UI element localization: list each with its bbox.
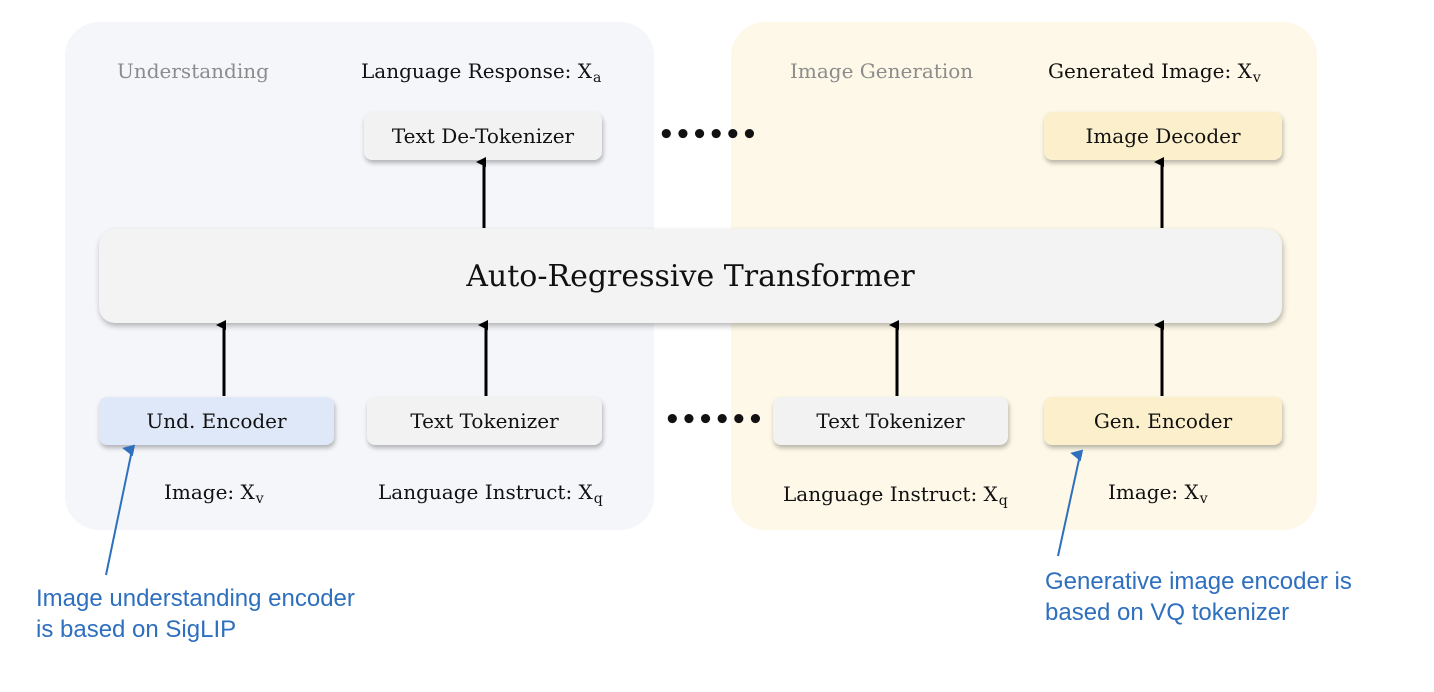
understanding-title: Understanding xyxy=(117,59,269,83)
transformer-block: Auto-Regressive Transformer xyxy=(99,229,1282,323)
text-detokenizer-block: Text De-Tokenizer xyxy=(364,112,602,160)
und-encoder-block: Und. Encoder xyxy=(99,397,334,445)
gen-image-input-label: Image: Xv xyxy=(1108,480,1208,507)
generation-title: Image Generation xyxy=(790,59,974,83)
gen-instruct-label: Language Instruct: Xq xyxy=(783,482,1008,509)
und-image-input-label: Image: Xv xyxy=(164,480,264,507)
annotation-right: Generative image encoder is based on VQ … xyxy=(1045,568,1352,626)
text-tokenizer-und-block: Text Tokenizer xyxy=(367,397,602,445)
annotation-arrow-left xyxy=(105,444,136,576)
annotation-arrow-right xyxy=(1057,449,1084,557)
generated-image-label: Generated Image: Xv xyxy=(1048,59,1261,86)
ellipsis-top: •••••• xyxy=(658,120,758,150)
und-instruct-label: Language Instruct: Xq xyxy=(378,480,603,507)
ellipsis-bottom: •••••• xyxy=(664,405,764,435)
image-decoder-block: Image Decoder xyxy=(1044,112,1282,160)
gen-encoder-block: Gen. Encoder xyxy=(1044,397,1282,445)
text-tokenizer-gen-block: Text Tokenizer xyxy=(773,397,1008,445)
annotation-left: Image understanding encoder is based on … xyxy=(36,585,355,643)
language-response-label: Language Response: Xa xyxy=(361,59,602,86)
